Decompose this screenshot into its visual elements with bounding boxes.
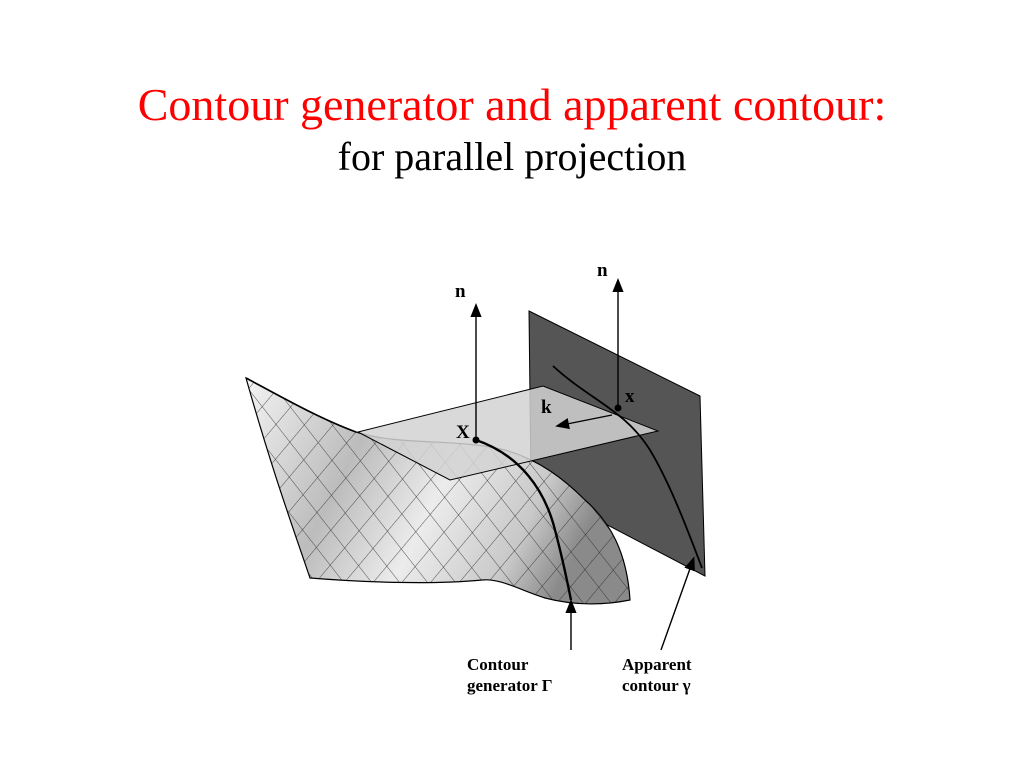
direction-k-label: k: [541, 397, 552, 418]
caption-contour-generator-line2: generator Γ: [467, 676, 553, 695]
tangent-plane: [356, 385, 660, 481]
caption-contour-generator-line1: Contour: [467, 655, 529, 674]
caption-apparent-contour-line2: contour γ: [622, 676, 691, 695]
caption-apparent-contour-line1: Apparent: [622, 655, 692, 674]
point-x: [614, 404, 622, 412]
contour-generator-curve: [475, 438, 573, 601]
normal-label-right: n: [597, 260, 608, 281]
slide-title-block: Contour generator and apparent contour: …: [0, 78, 1024, 182]
apparent-contour-pointer: [660, 556, 695, 651]
slide-subtitle: for parallel projection: [337, 134, 687, 179]
point-x-label: x: [625, 386, 635, 407]
point-X-label: X: [456, 422, 470, 443]
surface: [245, 376, 631, 605]
direction-arrow-k: [555, 414, 613, 430]
point-X: [472, 436, 480, 444]
normal-label-left: n: [455, 281, 466, 302]
apparent-contour-curve: [552, 365, 703, 569]
slide-title: Contour generator and apparent contour:: [137, 79, 887, 130]
